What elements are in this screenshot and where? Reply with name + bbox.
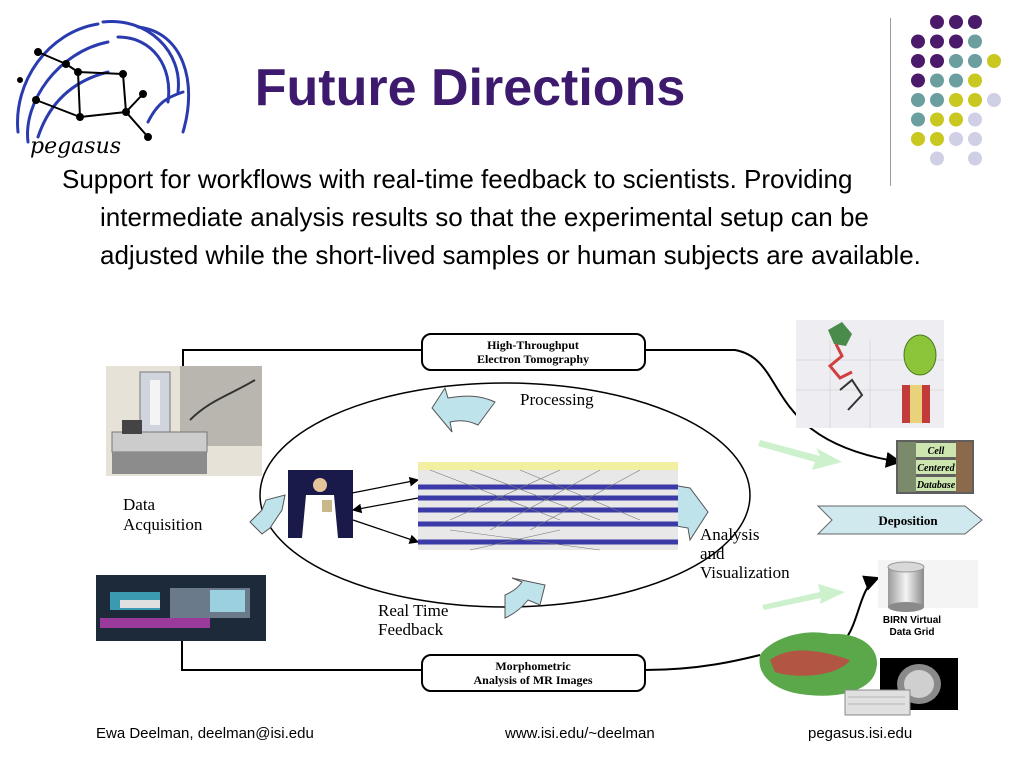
birn-label-1: BIRN Virtual bbox=[883, 615, 941, 626]
logo-text: pegasus bbox=[30, 134, 122, 159]
decorative-dot bbox=[930, 54, 944, 68]
tomography-box-line1: High-Throughput bbox=[487, 338, 579, 352]
decorative-dot bbox=[949, 34, 963, 49]
decorative-dot bbox=[930, 132, 944, 146]
slide-title: Future Directions bbox=[254, 59, 686, 117]
processing-arrow-icon bbox=[431, 386, 496, 433]
connector-bottom-right bbox=[644, 654, 761, 671]
tomography-box bbox=[421, 333, 646, 371]
decorative-dot bbox=[911, 34, 925, 49]
decorative-dot bbox=[987, 54, 1001, 68]
decorative-dot bbox=[949, 93, 963, 107]
data-acquisition-label-2: Acquisition bbox=[123, 515, 203, 534]
scientist-image bbox=[288, 470, 353, 538]
decorative-dot bbox=[930, 34, 944, 49]
decorative-dot bbox=[968, 54, 982, 68]
processing-label: Processing bbox=[520, 390, 594, 409]
decorative-dot bbox=[968, 34, 982, 49]
decorative-dot bbox=[987, 93, 1001, 107]
connector-top-right bbox=[645, 349, 902, 468]
birn-label-2: Data Grid bbox=[889, 627, 934, 638]
decorative-dot bbox=[930, 15, 944, 29]
analysis-label-2: and bbox=[700, 544, 725, 563]
decorative-dot bbox=[968, 15, 982, 29]
decorative-dot bbox=[968, 132, 982, 146]
decorative-dot bbox=[968, 93, 982, 107]
feedback-label-2: Feedback bbox=[378, 620, 444, 639]
molecular-images bbox=[796, 320, 944, 428]
deposition-arrow-icon bbox=[816, 505, 983, 535]
deposition-label: Deposition bbox=[878, 513, 938, 528]
decorative-dot bbox=[968, 73, 982, 88]
analysis-label-3: Visualization bbox=[700, 563, 790, 582]
decorative-dot bbox=[949, 54, 963, 68]
database-line1: Cell bbox=[928, 446, 945, 457]
decorative-dot bbox=[968, 151, 982, 166]
decorative-dot bbox=[949, 132, 963, 146]
decorative-dot bbox=[968, 112, 982, 127]
divider-line bbox=[890, 18, 891, 186]
tomography-box-line2: Electron Tomography bbox=[477, 352, 589, 366]
analysis-label-1: Analysis bbox=[700, 525, 760, 544]
cell-centered-database: Cell Centered Database bbox=[896, 440, 974, 494]
decorative-dot bbox=[949, 112, 963, 127]
birn-data-grid-icon bbox=[878, 560, 978, 612]
decorative-dot bbox=[930, 151, 944, 166]
connector-top-left bbox=[182, 349, 422, 370]
connector-birn bbox=[844, 575, 880, 641]
data-acquisition-label-1: Data bbox=[123, 495, 156, 514]
morphometric-box bbox=[421, 654, 646, 692]
bullet-text: Support for workflows with real-time fee… bbox=[62, 164, 921, 270]
connector-bottom-left bbox=[181, 640, 422, 671]
feedback-label-1: Real Time bbox=[378, 601, 448, 620]
database-line3: Database bbox=[916, 480, 956, 491]
microscope-image bbox=[106, 366, 262, 476]
decorative-dot bbox=[911, 112, 925, 127]
decorative-dot bbox=[949, 73, 963, 88]
decorative-dot bbox=[930, 112, 944, 127]
decorative-dot bbox=[949, 15, 963, 29]
morphometric-box-line1: Morphometric bbox=[495, 659, 571, 673]
pegasus-logo: pegasus bbox=[8, 12, 208, 172]
decorative-dot bbox=[911, 132, 925, 146]
database-line2: Centered bbox=[917, 463, 955, 474]
green-arrow-icon-2 bbox=[762, 584, 845, 610]
decorative-dot bbox=[911, 54, 925, 68]
brain-image bbox=[759, 632, 877, 696]
decorative-dot bbox=[911, 93, 925, 107]
decorative-dot bbox=[930, 73, 944, 88]
workflow-visualization bbox=[418, 462, 678, 551]
footer-url[interactable]: www.isi.edu/~deelman bbox=[505, 725, 655, 742]
footer-site[interactable]: pegasus.isi.edu bbox=[808, 725, 913, 742]
decorative-dot bbox=[911, 73, 925, 88]
decorative-dot bbox=[930, 93, 944, 107]
mri-scanner-image bbox=[96, 575, 266, 641]
green-arrow-icon bbox=[758, 440, 842, 470]
decorative-dot-grid bbox=[900, 10, 1024, 170]
mri-slice-image bbox=[844, 658, 958, 716]
acquisition-arrow-icon bbox=[249, 494, 286, 535]
workflow-diagram: High-Throughput Electron Tomography Morp… bbox=[96, 320, 983, 716]
footer-author: Ewa Deelman, deelman@isi.edu bbox=[96, 725, 314, 742]
morphometric-box-line2: Analysis of MR Images bbox=[474, 673, 593, 687]
feedback-arrow-icon bbox=[504, 577, 546, 619]
